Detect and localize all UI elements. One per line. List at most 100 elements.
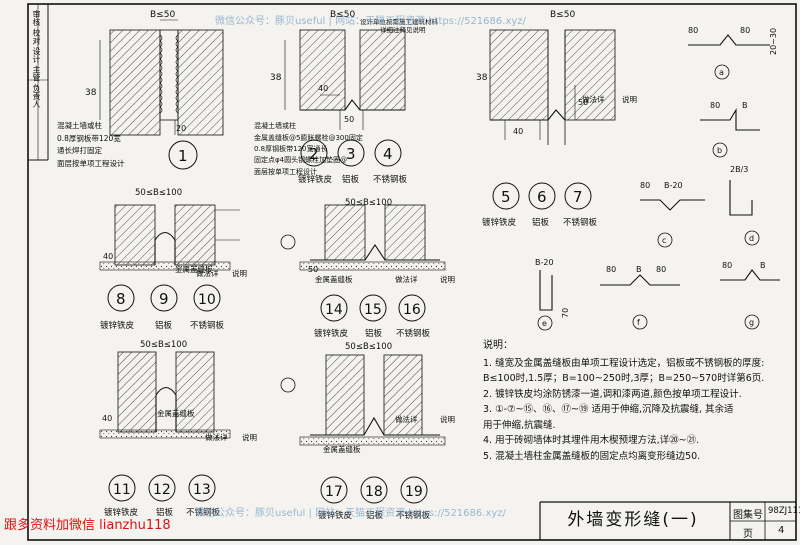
detail-10-material: 不锈钢板 [190,320,225,331]
profile-g-dim-80: 80 [722,261,732,270]
detail-5-dim-b: B≤50 [550,10,575,20]
profile-d-dim-2b3: 2B/3 [730,165,748,174]
detail-3-number: 3 [346,145,356,163]
detail-1-drawing [99,19,224,170]
detail-1-dim-b: B≤50 [150,10,175,20]
detail-12-number: 12 [153,482,171,498]
detail-17-number: 17 [325,484,343,500]
detail-11-dim-40: 40 [102,414,112,423]
detail-2-dim-b: B≤50 [330,10,355,20]
detail-2-note-0: 混凝土墙或柱 [254,121,296,130]
detail-16-number: 16 [403,302,421,318]
detail-16-material: 不锈钢板 [396,328,431,339]
sheet-title: 外墙变形缝(一) [567,509,699,530]
detail-14-see-note: 做法详 [395,274,418,284]
detail-10-number: 10 [198,292,216,308]
detail-14-dim-b: 50≤B≤100 [345,198,392,208]
detail-19-number: 19 [405,484,423,500]
detail-5-dim-50: 50 [578,98,588,107]
detail-3-material: 铝板 [342,174,360,185]
notes-heading: 说明： [483,340,513,351]
profile-c-dim-80: 80 [640,181,650,190]
detail-2-note-1: 金属盖缝板@5膨胀螺栓@300固定 [254,133,363,142]
notes-block: 说明： 1. 缝宽及金属盖缝板由单项工程设计选定，铝板或不锈钢板的厚度: B≤1… [483,338,783,464]
side-column-labels: 审核 校对 设计 主管 负责人 [31,10,42,160]
detail-2-number: 2 [309,145,319,163]
profile-f-dim-80-right: 80 [656,265,666,274]
note-item-1: B≤100时,1.5厚；B=100~250时,3厚；B=250~570时详第6页… [483,373,765,384]
page-label: 页 [743,529,753,540]
detail-4-material: 不锈钢板 [373,174,408,185]
detail-1-note-0: 混凝土墙或柱 [57,120,102,130]
detail-2-top-note: 设计单位按需施工建筑材料 [360,17,439,26]
profile-f-letter: f [637,318,640,327]
detail-17-see-note: 做法详 [395,414,418,424]
detail-5-dim-38: 38 [476,73,488,83]
detail-13-number: 13 [193,482,211,498]
detail-15-number: 15 [364,302,382,318]
detail-5-explain: 说明 [622,94,637,104]
detail-14-16-drawing [280,204,446,322]
detail-1-dim-20: 20 [176,124,186,133]
detail-5-7-drawing [489,29,616,210]
profile-f-dim-80-left: 80 [606,265,616,274]
note-item-4: 用于伸缩,抗震缝. [483,419,556,431]
note-item-0: 1. 缝宽及金属盖缝板由单项工程设计选定，铝板或不锈钢板的厚度: [483,357,765,369]
note-item-5: 4. 用于砖砌墙体时其埋件用木楔预埋方法,详⑳~㉑. [483,435,700,446]
detail-9-number: 9 [159,290,169,308]
profile-f-dim-b: B [636,265,642,274]
profile-a-letter: a [719,68,724,77]
detail-11-13-drawing [99,351,231,502]
detail-17-metal-cover: 金属盖缝板 [323,444,361,454]
detail-7-material: 不锈钢板 [563,217,598,228]
detail-2-4-drawing [284,29,406,167]
detail-8-number: 8 [116,290,126,308]
detail-11-metal-cover: 金属盖缝板 [157,408,195,418]
profile-b-dim-80: 80 [710,101,720,110]
detail-13-material: 不锈钢板 [186,507,221,518]
detail-14-material: 镀锌铁皮 [314,328,349,339]
detail-4-number: 4 [383,145,393,163]
profile-a-dim-80-left: 80 [688,26,698,35]
detail-14-number: 14 [325,302,343,318]
profile-b-dim-b: B [742,101,748,110]
promo-overlay: 跟多资料加微信 lianzhu118 [4,518,171,533]
side-label-0: 审核 [32,10,41,26]
detail-8-material: 镀锌铁皮 [100,320,135,331]
detail-6-number: 6 [537,188,547,206]
detail-2-material: 镀锌铁皮 [298,174,333,185]
watermark-top: 微信公众号：豚贝useful | 网站：天猫工程资源 https://52168… [215,16,526,27]
detail-14-explain: 说明 [440,274,455,284]
detail-17-dim-b: 50≤B≤100 [345,342,392,352]
profile-c-dim-b20: B-20 [664,181,683,190]
profile-c-letter: c [662,236,666,245]
detail-2-note-2: 0.8厚钢板带120宽通长 [254,144,328,153]
detail-15-material: 铝板 [365,328,383,339]
profile-drawings [537,34,780,331]
detail-18-material: 铝板 [366,510,384,521]
profile-e-dim-70: 70 [561,308,570,318]
drawing-no-label: 图集号 [733,510,763,521]
detail-11-number: 11 [113,482,131,498]
detail-2-dim-38: 38 [270,73,282,83]
detail-5-see-note: 做法详 [582,94,605,104]
detail-1-note-3: 面层按单项工程设计 [57,158,125,168]
profile-e-dim-b20: B-20 [535,258,554,267]
sheet-frame [27,3,797,541]
detail-1-note-2: 通长焊打固定 [57,145,102,155]
detail-1-number: 1 [178,147,188,165]
profile-g-letter: g [749,318,754,327]
detail-2-note-4: 面层按单项工程设计 [254,167,317,176]
detail-17-explain: 说明 [440,414,455,424]
profile-a-dim-80-right: 80 [740,26,750,35]
drawing-no: 98ZJ111 [768,506,800,516]
detail-7-number: 7 [573,188,583,206]
profile-g-dim-b: B [760,261,766,270]
detail-17-19-drawing [280,354,446,504]
detail-5-material: 镀锌铁皮 [482,217,517,228]
detail-18-number: 18 [365,484,383,500]
detail-17-material: 镀锌铁皮 [318,510,353,521]
side-label-4: 负责人 [32,84,41,109]
side-label-1: 校对 [32,28,41,45]
detail-2-dim-50: 50 [344,115,354,124]
